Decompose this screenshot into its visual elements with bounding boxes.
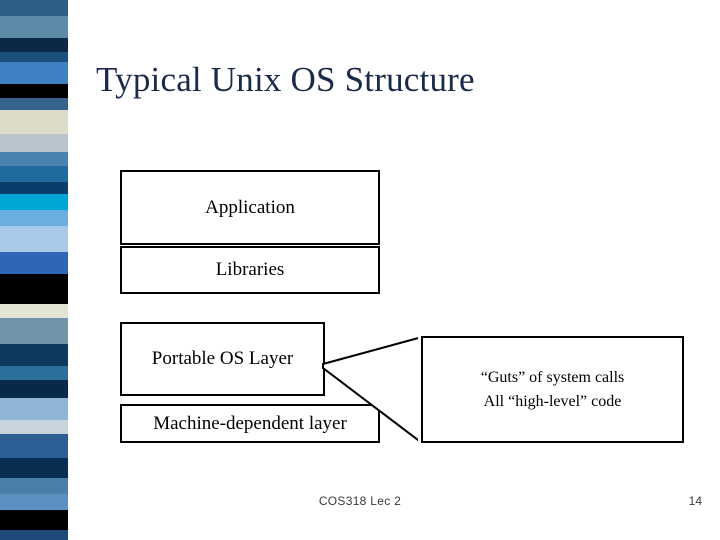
stripe-segment-14 [0,226,68,252]
stripe-segment-3 [0,52,68,62]
stripe-segment-17 [0,304,68,318]
footer-label: COS318 Lec 2 [318,494,402,508]
callout-connector [322,336,424,444]
callout-line-2: All “high-level” code [483,392,622,410]
stripe-segment-28 [0,510,68,530]
stripe-segment-9 [0,152,68,166]
stripe-segment-19 [0,344,68,366]
diagram-callout-guts: “Guts” of system calls All “high-level” … [421,336,684,443]
stripe-segment-8 [0,134,68,152]
stripe-segment-29 [0,530,68,540]
diagram-box-machine-dependent-layer: Machine-dependent layer [120,404,380,443]
diagram-box-application-label: Application [205,196,295,218]
diagram-box-machine-dependent-layer-label: Machine-dependent layer [153,412,347,434]
stripe-segment-20 [0,366,68,380]
stripe-segment-4 [0,62,68,84]
stripe-segment-26 [0,478,68,494]
callout-line-1: “Guts” of system calls [480,369,625,387]
decorative-stripe-column [0,0,68,540]
stripe-segment-18 [0,318,68,344]
stripe-segment-10 [0,166,68,182]
stripe-segment-24 [0,434,68,458]
page-number: 14 [688,494,702,508]
stripe-segment-25 [0,458,68,478]
stripe-segment-2 [0,38,68,52]
stripe-segment-16 [0,274,68,304]
stripe-segment-11 [0,182,68,194]
stripe-segment-27 [0,494,68,510]
stripe-segment-13 [0,210,68,226]
diagram-box-libraries-label: Libraries [215,259,285,280]
diagram-box-portable-os-layer: Portable OS Layer [120,322,325,396]
stripe-segment-23 [0,420,68,434]
diagram-box-portable-os-layer-label: Portable OS Layer [151,348,294,369]
stripe-segment-15 [0,252,68,274]
diagram-box-libraries: Libraries [120,246,380,294]
stripe-segment-21 [0,380,68,398]
stripe-segment-12 [0,194,68,210]
stripe-segment-1 [0,16,68,38]
stripe-segment-22 [0,398,68,420]
stripe-segment-6 [0,98,68,110]
stripe-segment-5 [0,84,68,98]
page-title: Typical Unix OS Structure [96,60,475,99]
diagram-box-application: Application [120,170,380,245]
stripe-segment-7 [0,110,68,134]
stripe-segment-0 [0,0,68,16]
